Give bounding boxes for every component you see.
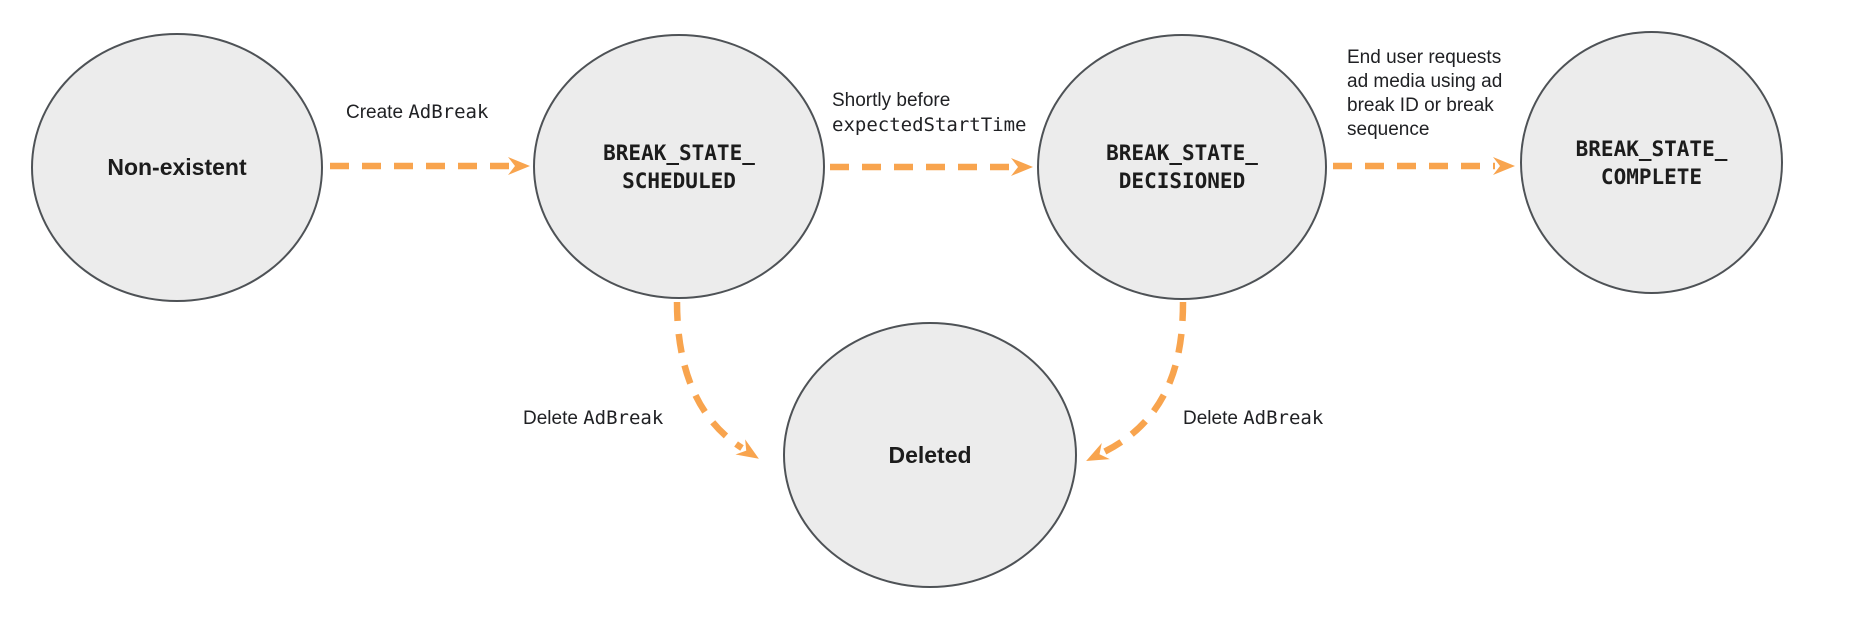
state-label-deleted: Deleted — [888, 441, 972, 468]
edge-label-create-adbreak-code: AdBreak — [408, 101, 489, 123]
edge-label-delete-adbreak-left: Delete AdBreak — [523, 406, 663, 431]
edge-label-delete-adbreak-left-code: AdBreak — [583, 407, 664, 429]
state-label-non-existent: Non-existent — [107, 154, 247, 180]
edge-delete-adbreak-left-arrow — [673, 301, 759, 459]
state-label-break-state-decisioned: BREAK_STATE_ DECISIONED — [1106, 141, 1258, 193]
state-node-deleted: Deleted — [783, 322, 1077, 588]
edge-label-create-adbreak-plain: Create — [346, 102, 409, 123]
edge-label-shortly-before: Shortly before expectedStartTime — [832, 88, 1026, 138]
edge-label-create-adbreak: Create AdBreak — [346, 100, 488, 125]
state-node-break-state-scheduled: BREAK_STATE_ SCHEDULED — [533, 34, 825, 299]
edge-label-delete-adbreak-left-plain: Delete — [523, 408, 584, 429]
state-label-break-state-scheduled: BREAK_STATE_ SCHEDULED — [603, 140, 755, 193]
state-label-break-state-complete: BREAK_STATE_ COMPLETE — [1575, 136, 1728, 189]
state-node-break-state-complete: BREAK_STATE_ COMPLETE — [1520, 31, 1783, 294]
edge-label-delete-adbreak-right-plain: Delete — [1183, 408, 1244, 429]
edge-label-delete-adbreak-right: Delete AdBreak — [1183, 406, 1323, 431]
edge-label-delete-adbreak-right-code: AdBreak — [1243, 407, 1324, 429]
state-node-non-existent: Non-existent — [31, 33, 323, 302]
edge-delete-adbreak-right-arrow — [1086, 301, 1187, 461]
state-node-break-state-decisioned: BREAK_STATE_ DECISIONED — [1037, 34, 1327, 300]
edge-label-shortly-before-code: expectedStartTime — [832, 114, 1027, 136]
edge-label-end-user-requests: End user requests ad media using ad brea… — [1347, 47, 1503, 140]
edge-label-shortly-before-plain: Shortly before — [832, 90, 951, 111]
